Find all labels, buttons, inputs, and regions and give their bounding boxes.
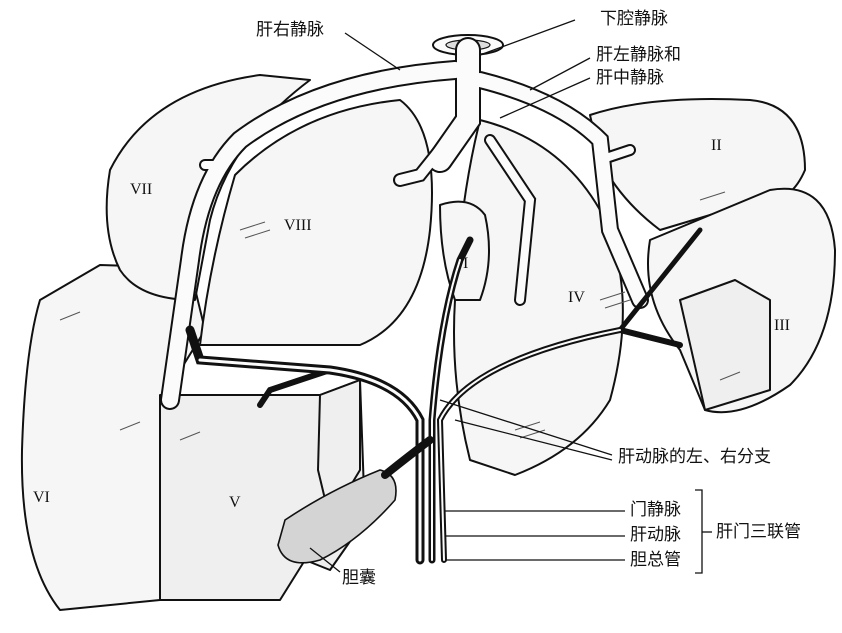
segment-iv-label: IV: [568, 290, 585, 306]
label-right-hepatic-vein: 肝右静脉: [256, 20, 324, 40]
segment-vii-label: VII: [130, 182, 152, 198]
label-artery-branches: 肝动脉的左、右分支: [618, 447, 771, 467]
label-left-middle-vein-2: 肝中静脉: [596, 68, 664, 88]
segment-iii-face: [680, 280, 770, 410]
label-hepatic-artery: 肝动脉: [630, 525, 681, 545]
label-ivc: 下腔静脉: [600, 9, 668, 29]
segment-i-label: I: [463, 256, 468, 272]
label-porta-triad: 肝门三联管: [716, 522, 801, 542]
label-gallbladder: 胆囊: [342, 568, 376, 588]
label-left-middle-vein-1: 肝左静脉和: [596, 45, 681, 65]
segment-vi-label: VI: [33, 490, 50, 506]
segment-viii-label: VIII: [284, 218, 312, 234]
segment-ii-label: II: [711, 138, 722, 154]
label-common-bile-duct: 胆总管: [630, 550, 681, 570]
segment-v-label: V: [229, 495, 241, 511]
segment-iii-label: III: [774, 318, 790, 334]
label-portal-vein: 门静脉: [630, 500, 681, 520]
